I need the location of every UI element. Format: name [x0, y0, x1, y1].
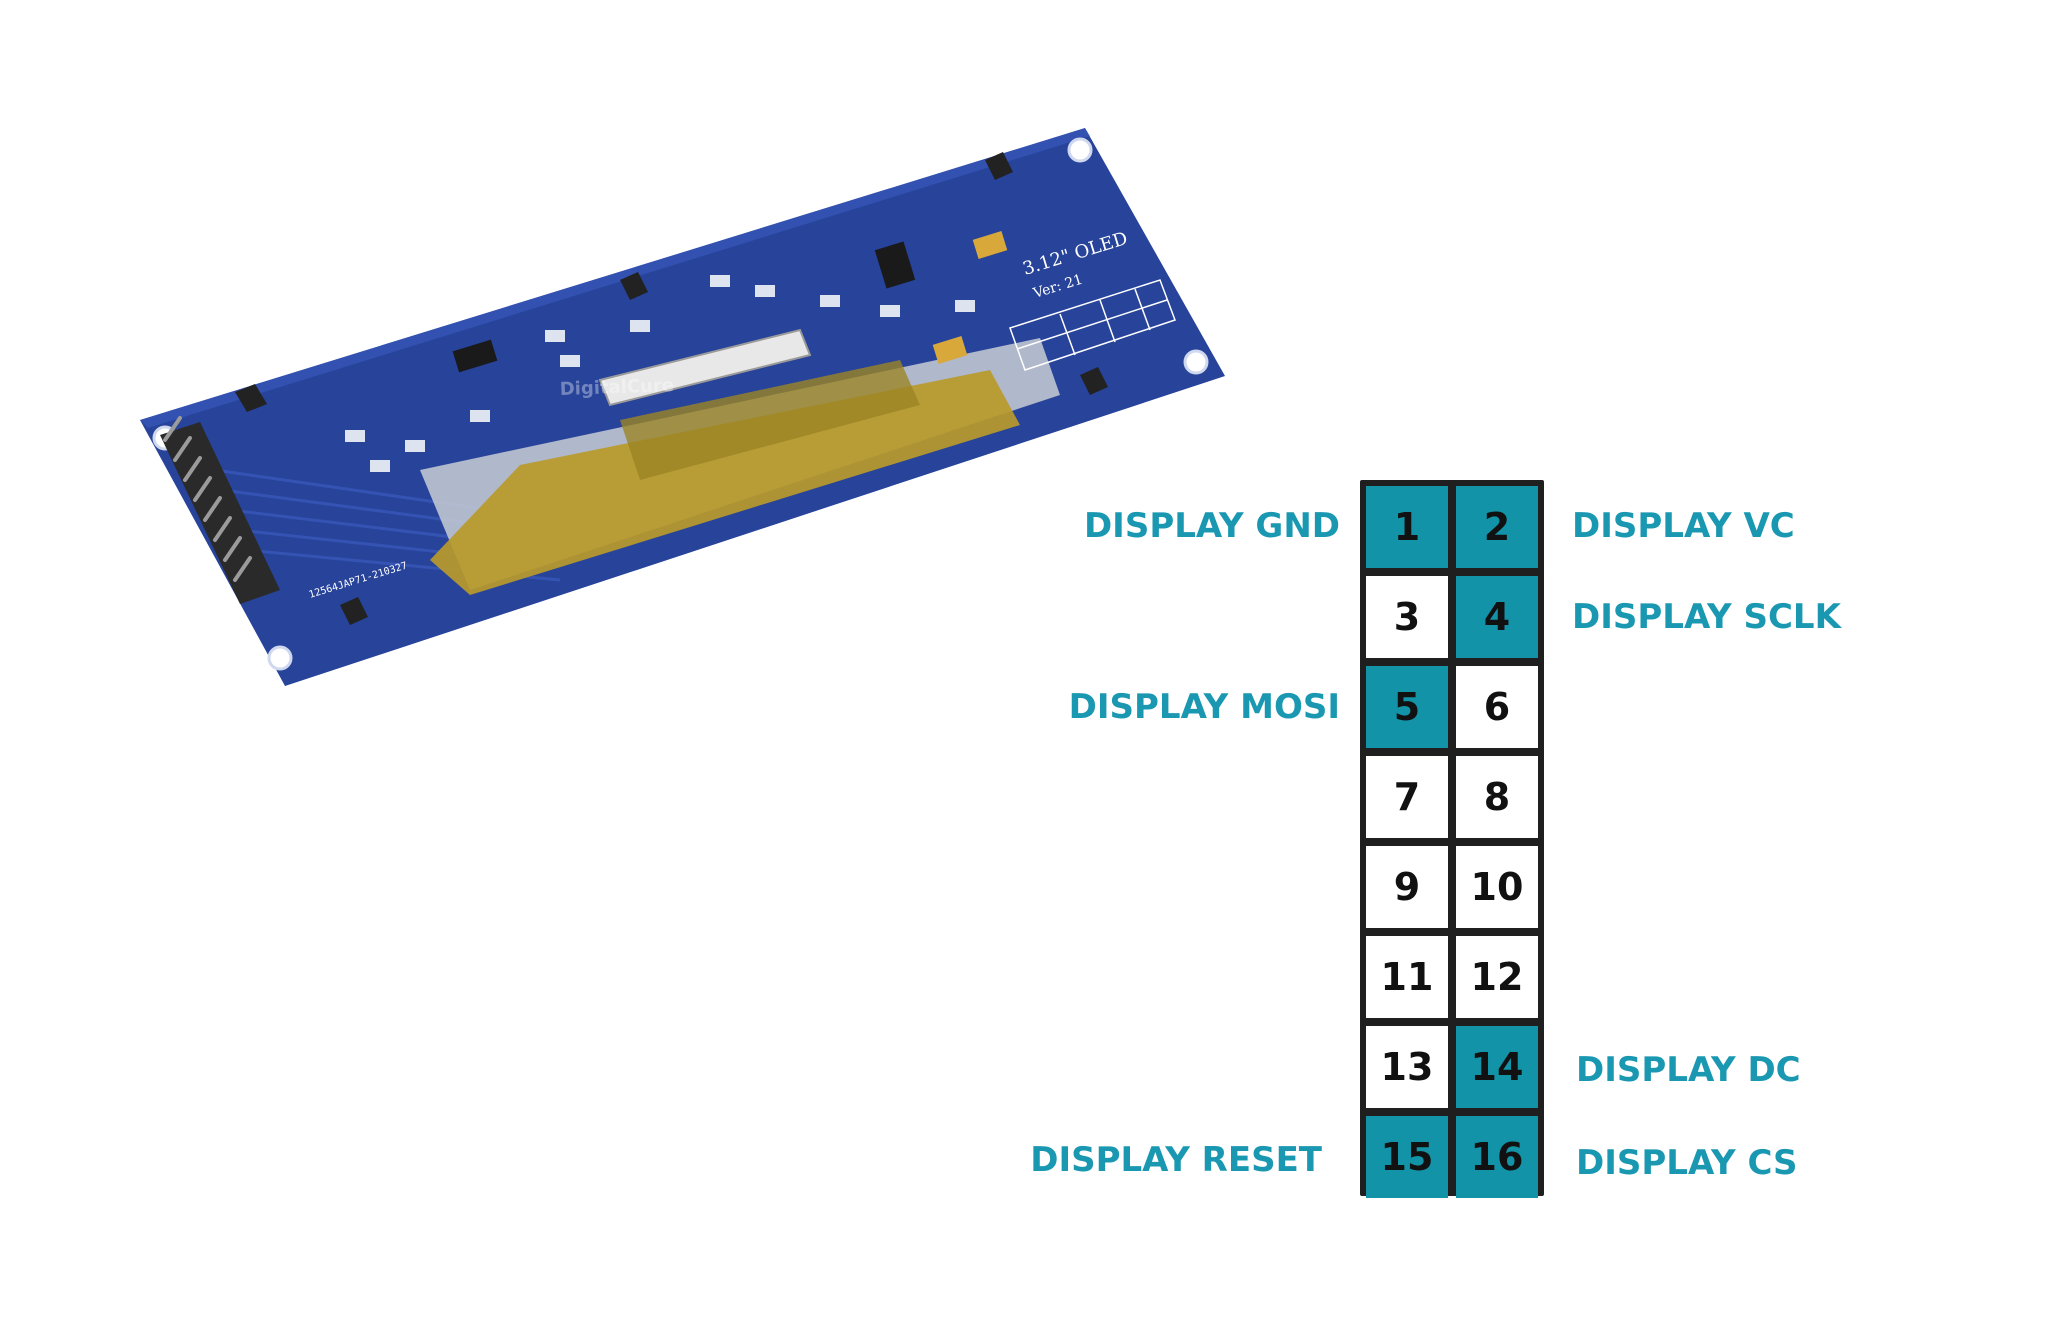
- pin-14: 14: [1456, 1026, 1538, 1108]
- u1-chip: [874, 241, 916, 289]
- label-display-mosi: DISPLAY MOSI: [1068, 687, 1340, 727]
- standoff-clips: [235, 152, 1108, 625]
- pin-16: 16: [1456, 1116, 1538, 1198]
- label-display-cs: DISPLAY CS: [1576, 1143, 1798, 1183]
- pin-2: 2: [1456, 486, 1538, 568]
- label-display-gnd: DISPLAY GND: [1083, 506, 1340, 546]
- config-table: [1009, 279, 1176, 371]
- c8-capacitor: [972, 231, 1008, 259]
- label-display-reset: DISPLAY RESET: [1030, 1140, 1322, 1180]
- label-display-sclk: DISPLAY SCLK: [1572, 597, 1841, 637]
- label-display-dc: DISPLAY DC: [1576, 1050, 1801, 1090]
- pin-15: 15: [1366, 1116, 1448, 1198]
- regulator-chip: [452, 339, 498, 373]
- label-display-vc: DISPLAY VC: [1572, 506, 1795, 546]
- pin-4: 4: [1456, 576, 1538, 658]
- flex-cable: [430, 370, 1020, 595]
- flex-cable-shade: [620, 360, 920, 480]
- pin-10: 10: [1456, 846, 1538, 928]
- watermark-text: DigitalCure: [559, 375, 674, 400]
- mounting-holes: [152, 137, 1209, 671]
- pin-5: 5: [1366, 666, 1448, 748]
- pin-3: 3: [1366, 576, 1448, 658]
- pin-1: 1: [1366, 486, 1448, 568]
- pin-12: 12: [1456, 936, 1538, 1018]
- pin-8: 8: [1456, 756, 1538, 838]
- oled-module-photo: 3.12" OLED Ver: 21 DigitalCure 12564JAP7…: [140, 128, 1225, 686]
- pin-13: 13: [1366, 1026, 1448, 1108]
- c9-capacitor: [932, 336, 968, 364]
- pin-7: 7: [1366, 756, 1448, 838]
- fpc-connector: [598, 328, 812, 407]
- pin-header: [160, 416, 280, 604]
- pcb-board-edge: [140, 128, 1090, 428]
- pin-9: 9: [1366, 846, 1448, 928]
- pin-6: 6: [1456, 666, 1538, 748]
- pcb-traces: [214, 468, 561, 582]
- pin-11: 11: [1366, 936, 1448, 1018]
- smd-pads: [345, 275, 975, 472]
